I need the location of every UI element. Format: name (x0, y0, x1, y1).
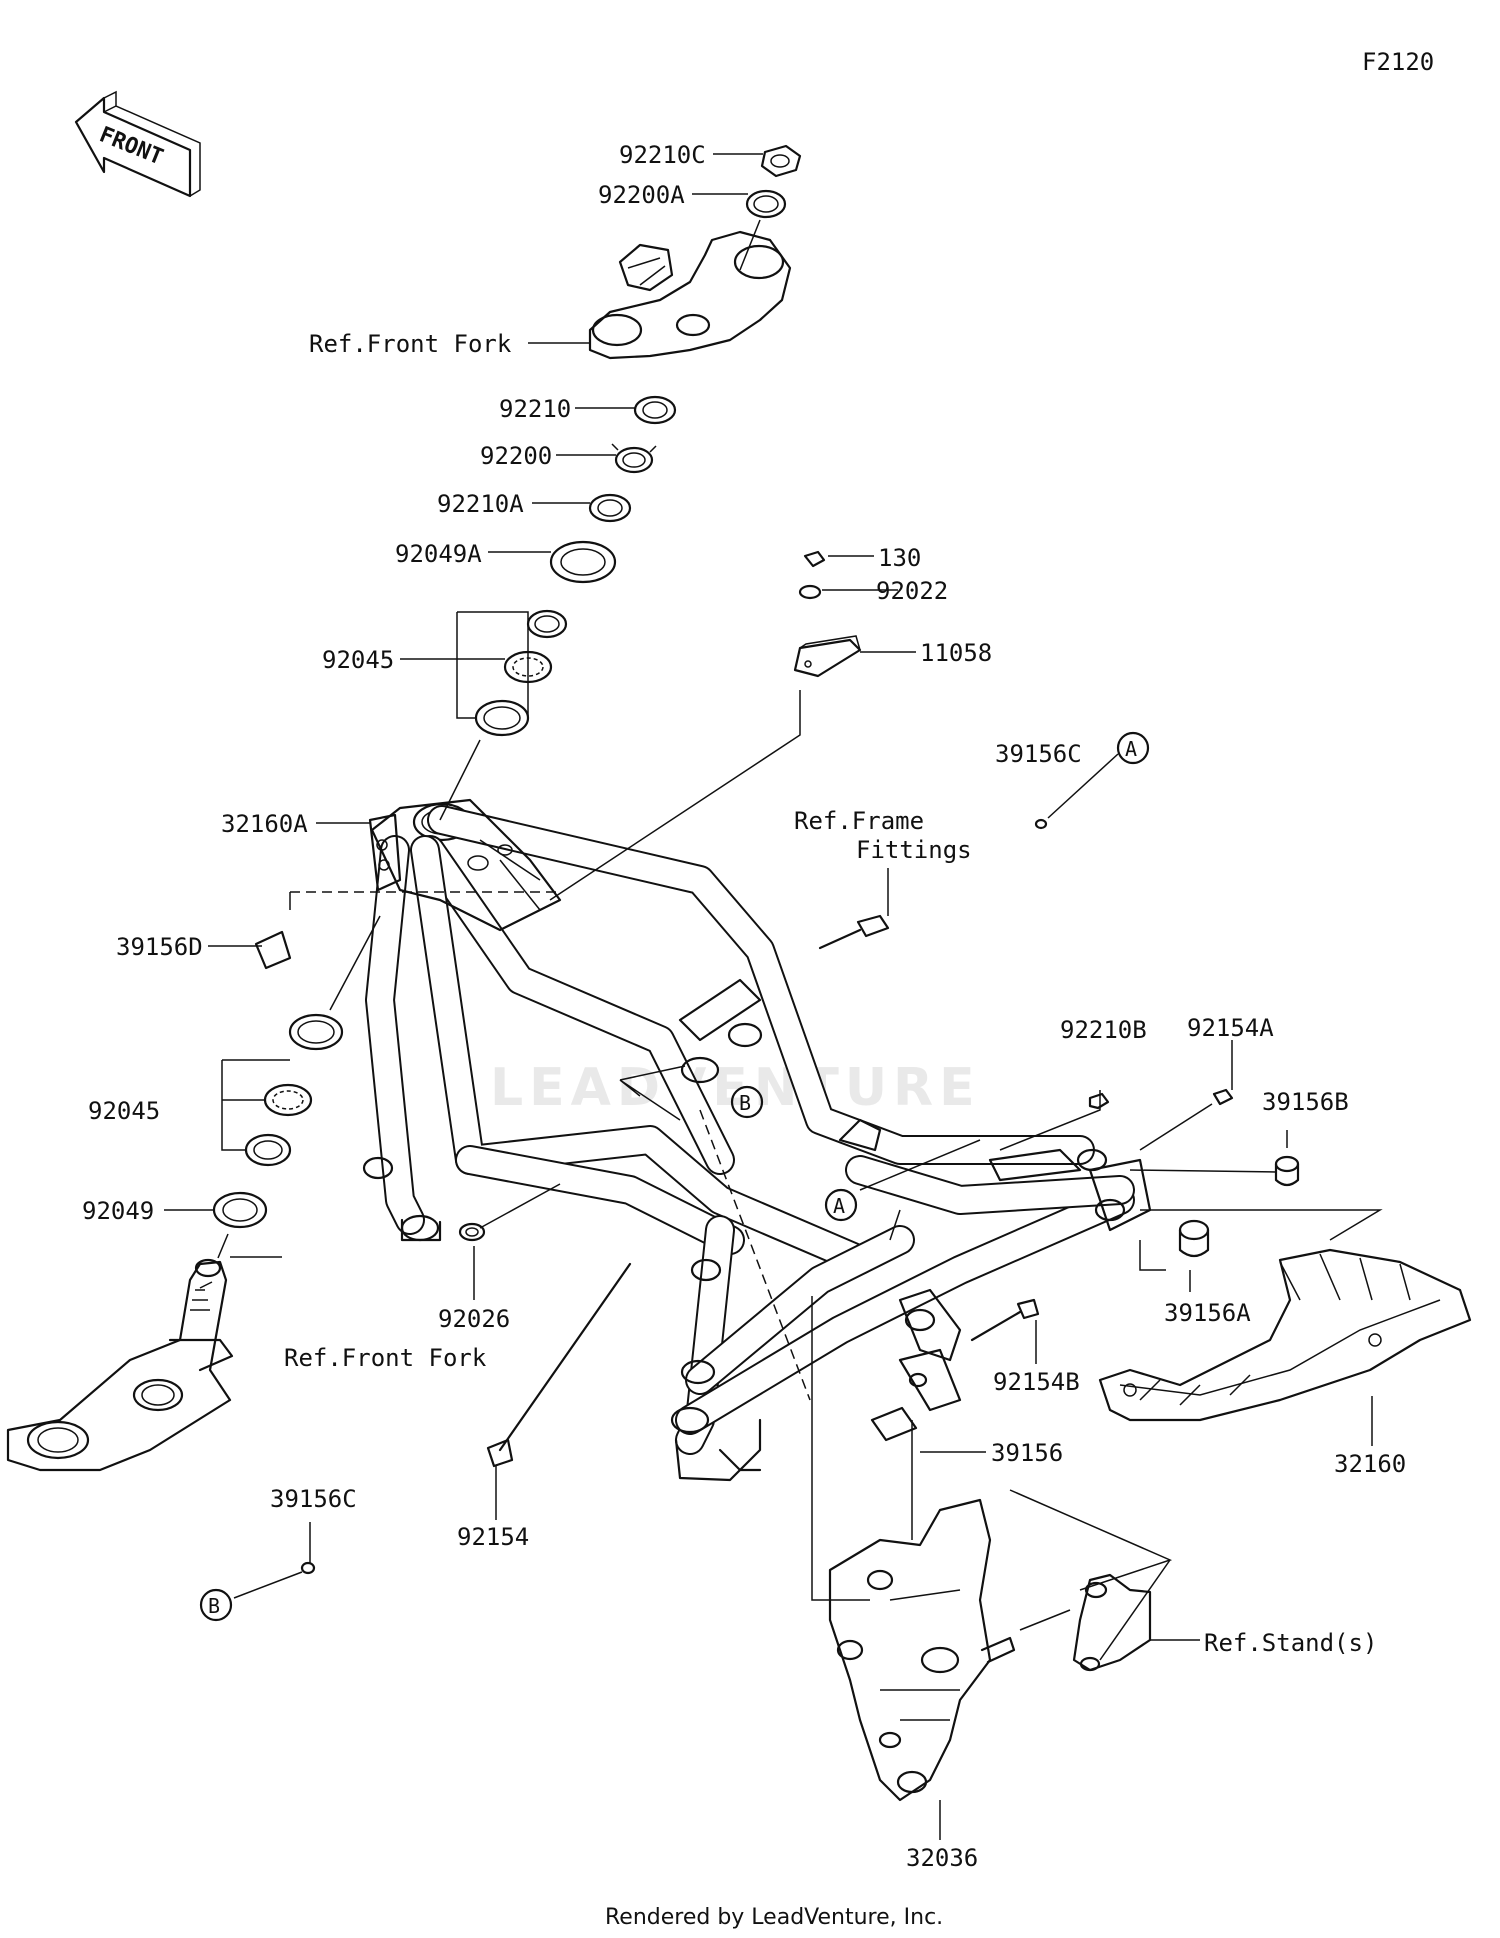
rivet-39156C-top-icon (1034, 818, 1048, 830)
label-130: 130 (878, 544, 921, 572)
main-frame-icon (362, 798, 1152, 1482)
washer-92022-icon (798, 584, 822, 600)
stand-bracket-32036-icon (828, 1498, 1016, 1802)
lock-washer-92200-icon (611, 443, 657, 474)
watermark: LEADVENTURE (490, 1058, 981, 1118)
nut-92210-icon (633, 395, 677, 425)
label-39156D: 39156D (116, 933, 203, 961)
label-ref-front-fork-bottom: Ref.Front Fork (284, 1344, 487, 1372)
bearing-upper-set-icon (474, 609, 568, 737)
label-92045-bottom: 92045 (88, 1097, 160, 1125)
callout-a-frame: A (824, 1188, 858, 1222)
callout-b-frame: B (730, 1085, 764, 1119)
bolt-92154A-icon (1212, 1088, 1234, 1106)
label-92045-top: 92045 (322, 646, 394, 674)
collar-39156B-icon (1274, 1155, 1300, 1187)
label-92154B: 92154B (993, 1368, 1080, 1396)
washer-92200A-icon (745, 189, 787, 219)
collar-39156A-icon (1178, 1219, 1210, 1258)
svg-text:B: B (208, 1594, 220, 1618)
leader-lines (164, 153, 1383, 1840)
front-arrow-label: FRONT (96, 122, 167, 170)
svg-text:B: B (739, 1091, 751, 1115)
label-fittings: Fittings (856, 836, 972, 864)
label-39156A: 39156A (1164, 1299, 1251, 1327)
label-92210A: 92210A (437, 490, 524, 518)
label-92210C: 92210C (619, 141, 706, 169)
seal-92049A-icon (549, 540, 617, 584)
nut-92210B-icon (1088, 1092, 1110, 1110)
bolt-ref-frame-fittings-icon (818, 914, 890, 950)
label-39156: 39156 (991, 1439, 1063, 1467)
figure-code: F2120 (1362, 48, 1434, 76)
front-arrow-icon: FRONT (74, 90, 201, 198)
sticker-39156D-icon (254, 930, 292, 970)
steering-stem-lower-clamp-icon (6, 1258, 234, 1472)
bearing-lower-set-icon (244, 1013, 344, 1167)
label-92210B: 92210B (1060, 1016, 1147, 1044)
label-ref-frame: Ref.Frame (794, 807, 924, 835)
label-92210: 92210 (499, 395, 571, 423)
bolt-130-icon (803, 550, 826, 568)
collar-92026-icon (458, 1222, 486, 1242)
nut-92210A-icon (588, 493, 632, 523)
label-ref-stands: Ref.Stand(s) (1204, 1629, 1377, 1657)
callout-a-top: A (1116, 731, 1150, 765)
label-32036: 32036 (906, 1844, 978, 1872)
bolt-92154B-icon (970, 1298, 1040, 1342)
label-32160A: 32160A (221, 810, 308, 838)
footer-credit: Rendered by LeadVenture, Inc. (605, 1905, 943, 1930)
bracket-11058-icon (793, 635, 862, 678)
label-92049: 92049 (82, 1197, 154, 1225)
label-92154: 92154 (457, 1523, 529, 1551)
stand-bracket-ref-icon (1072, 1573, 1152, 1672)
bolt-92154-icon (486, 1262, 632, 1468)
label-92154A: 92154A (1187, 1014, 1274, 1042)
label-39156C-top: 39156C (995, 740, 1082, 768)
label-92200A: 92200A (598, 181, 685, 209)
label-92200: 92200 (480, 442, 552, 470)
label-92026: 92026 (438, 1305, 510, 1333)
sticker-39156-icon (870, 1406, 918, 1442)
label-39156C-bottom: 39156C (270, 1485, 357, 1513)
label-39156B: 39156B (1262, 1088, 1349, 1116)
label-11058: 11058 (920, 639, 992, 667)
rivet-39156C-bottom-icon (300, 1561, 316, 1575)
callout-b-bottom: B (199, 1588, 233, 1622)
steering-stem-nut-icon (760, 144, 802, 178)
svg-text:A: A (1125, 737, 1137, 761)
upper-triple-clamp-icon (588, 230, 792, 360)
sub-frame-32160-icon (1098, 1248, 1472, 1422)
label-92022: 92022 (876, 577, 948, 605)
label-ref-front-fork-top: Ref.Front Fork (309, 330, 512, 358)
label-92049A: 92049A (395, 540, 482, 568)
label-32160: 32160 (1334, 1450, 1406, 1478)
seal-92049-icon (212, 1191, 268, 1229)
svg-text:A: A (833, 1194, 845, 1218)
